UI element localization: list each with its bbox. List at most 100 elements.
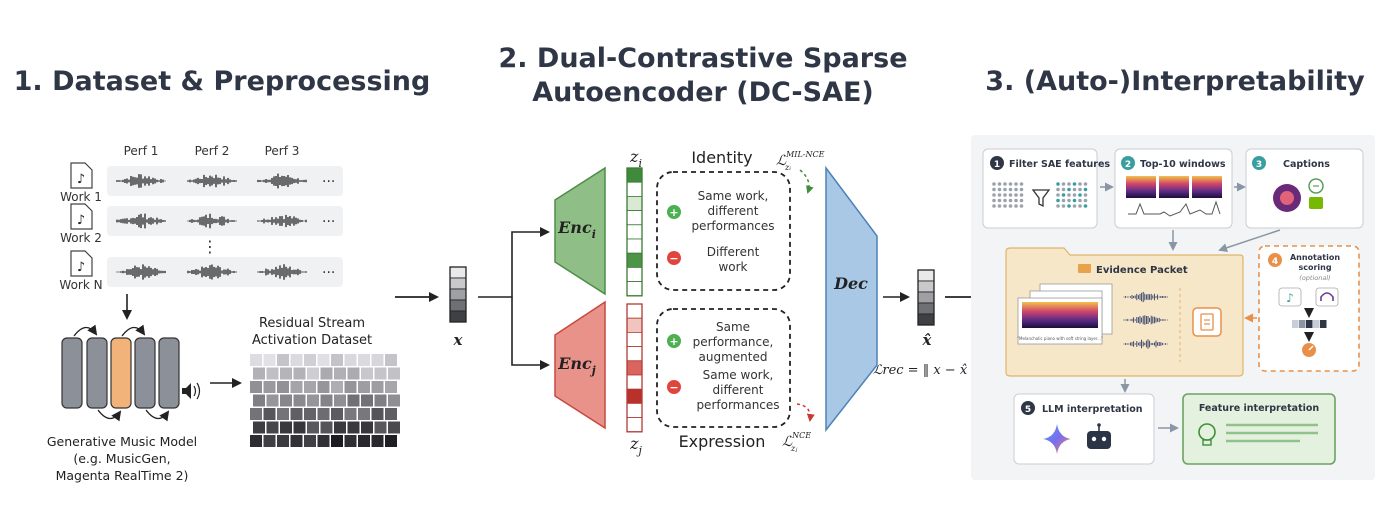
section2-title-line2: Autoencoder (DC-SAE): [532, 77, 874, 108]
row-ellipsis-n: ···: [322, 265, 335, 281]
feature-dot: [1061, 182, 1066, 186]
activation-cell: [358, 354, 370, 366]
feature-dot: [1083, 187, 1088, 192]
activation-cell: [371, 354, 384, 366]
work-label-1: Work 1: [60, 190, 102, 204]
work-label-n: Work N: [59, 278, 102, 292]
activation-cell: [334, 394, 346, 407]
perf-headers: Perf 1 Perf 2 Perf 3: [124, 144, 300, 158]
activation-cell: [385, 408, 397, 420]
feature-dot: [1061, 204, 1066, 208]
activation-cell: [347, 421, 360, 434]
feature-dot: [1061, 198, 1066, 203]
feature-dot: [997, 204, 1002, 208]
activation-cell: [250, 435, 262, 447]
expression-neg-2: different: [713, 383, 764, 397]
xhat-label: x̂: [922, 331, 933, 349]
activation-cell: [304, 435, 316, 447]
enc-i-label: Enci: [557, 218, 596, 241]
vector-cell: [917, 302, 935, 315]
model-caption-1: Generative Music Model: [47, 434, 197, 449]
nvidia-icon: [1309, 197, 1323, 209]
feature-dot: [1061, 193, 1066, 197]
activation-cell: [388, 367, 400, 380]
expression-pos-2: performance,: [693, 335, 774, 349]
step-1-label: Filter SAE features: [1009, 159, 1110, 170]
svg-text:+: +: [669, 206, 678, 219]
feature-dot: [1056, 187, 1060, 192]
expression-negative: − Same work, different performances: [667, 368, 780, 412]
row-ellipsis-2: ···: [322, 214, 335, 230]
feature-dot: [997, 198, 1002, 203]
activation-trace: [1128, 200, 1221, 217]
activation-cell: [317, 354, 330, 366]
identity-title: Identity: [691, 148, 752, 167]
svg-text:2: 2: [1125, 160, 1131, 170]
work-1-file-icon: ♪: [70, 162, 93, 189]
identity-negative: − Different work: [667, 245, 760, 274]
model-layer-2: [86, 337, 108, 409]
activation-cell: [344, 354, 357, 366]
waveform: [116, 264, 166, 280]
vector-cell: [917, 280, 935, 293]
loss-nce-arrow: [796, 403, 815, 422]
feature-dot: [1078, 193, 1082, 197]
feature-dot: [1014, 187, 1018, 192]
activation-cell: [320, 421, 333, 434]
feature-dot: [1072, 193, 1077, 197]
row-ellipsis-1: ···: [322, 174, 335, 190]
expression-neg-1: Same work,: [703, 368, 774, 382]
activation-cell: [280, 421, 292, 434]
activation-cell: [358, 435, 370, 447]
activation-cell: [304, 408, 316, 420]
feature-dot-grid-right: [1056, 182, 1088, 208]
waveform: [257, 264, 307, 280]
expression-title: Expression: [679, 432, 766, 451]
filter-icon: [1031, 189, 1051, 208]
feature-dot: [997, 193, 1002, 197]
model-layer-5: [158, 337, 180, 409]
activation-cell: [266, 394, 279, 407]
expression-box: [656, 308, 791, 428]
step-4-label-2: scoring: [1298, 263, 1331, 272]
section2-title-line1: 2. Dual-Contrastive Sparse: [498, 43, 907, 74]
feature-dot: [1056, 182, 1060, 186]
waveform: [187, 264, 237, 280]
minus-icon: [667, 380, 681, 394]
vector-cell: [626, 238, 643, 254]
score-cell: [1306, 320, 1313, 328]
music-note-icon: ♪: [77, 260, 85, 275]
vector-cell: [626, 346, 643, 362]
perf-label-1: Perf 1: [124, 144, 159, 158]
loss-mil-sub: zᵢ: [784, 163, 791, 172]
score-cell: [1313, 320, 1320, 328]
vector-cell: [626, 167, 643, 183]
identity-pos-1: Same work,: [698, 189, 769, 203]
perf-label-2: Perf 2: [195, 144, 230, 158]
feature-dot-grid-left: [992, 182, 1024, 208]
activation-cell: [331, 354, 343, 366]
evidence-spectrogram: [1022, 302, 1098, 328]
feature-dot: [1014, 182, 1018, 186]
activation-cell: [344, 381, 357, 393]
activation-cell: [293, 394, 306, 407]
clipboard-icon: [1192, 307, 1222, 337]
feature-dot: [1072, 187, 1077, 192]
model-layer-1: [61, 337, 83, 409]
feature-dot: [1056, 193, 1060, 197]
activation-cell: [317, 381, 330, 393]
activation-cell: [250, 381, 262, 393]
activation-cell: [361, 421, 373, 434]
feature-dot: [992, 182, 996, 186]
activation-cell: [277, 381, 289, 393]
feature-dot: [992, 193, 996, 197]
work-row-2: [107, 206, 343, 236]
music-note-icon: ♪: [1286, 291, 1294, 305]
folder-icon: [1078, 264, 1091, 273]
evidence-label: Evidence Packet: [1096, 265, 1188, 276]
feature-dot: [1083, 198, 1088, 203]
step-3-card: 3 Captions: [1245, 148, 1364, 229]
activation-cell: [266, 367, 279, 380]
feature-dot: [1067, 204, 1071, 208]
